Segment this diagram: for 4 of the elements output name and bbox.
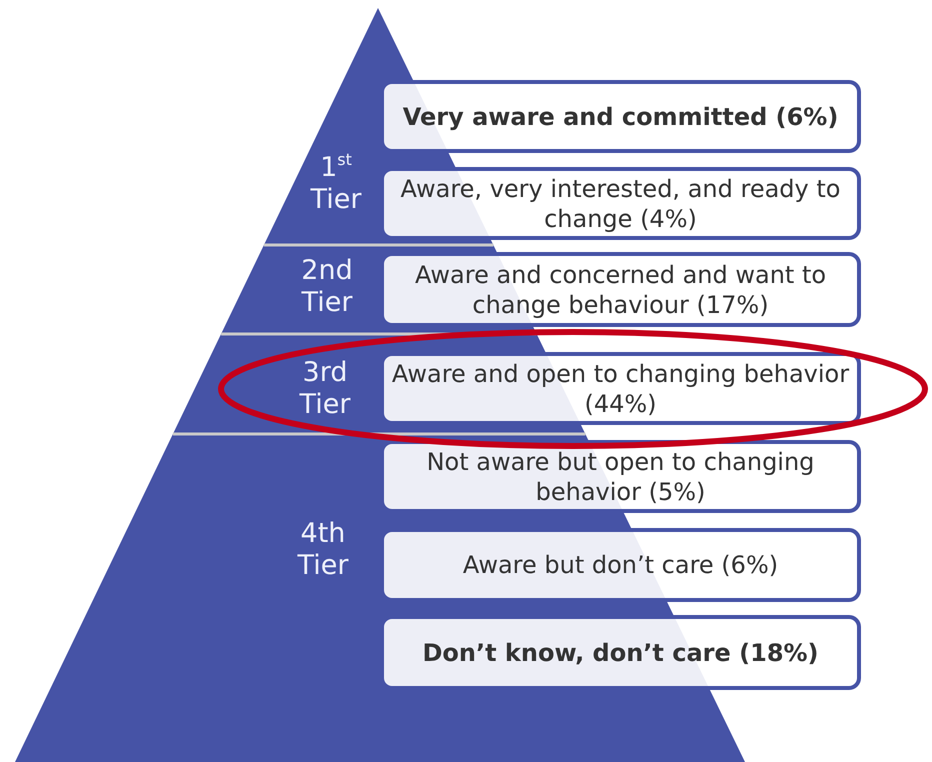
tier-label: 1$^{st}$ Tier (309, 152, 362, 216)
tier-label: 4th Tier (296, 518, 350, 582)
tier-label: 2nd Tier (300, 255, 354, 319)
tier-label: 3rd Tier (298, 357, 352, 421)
